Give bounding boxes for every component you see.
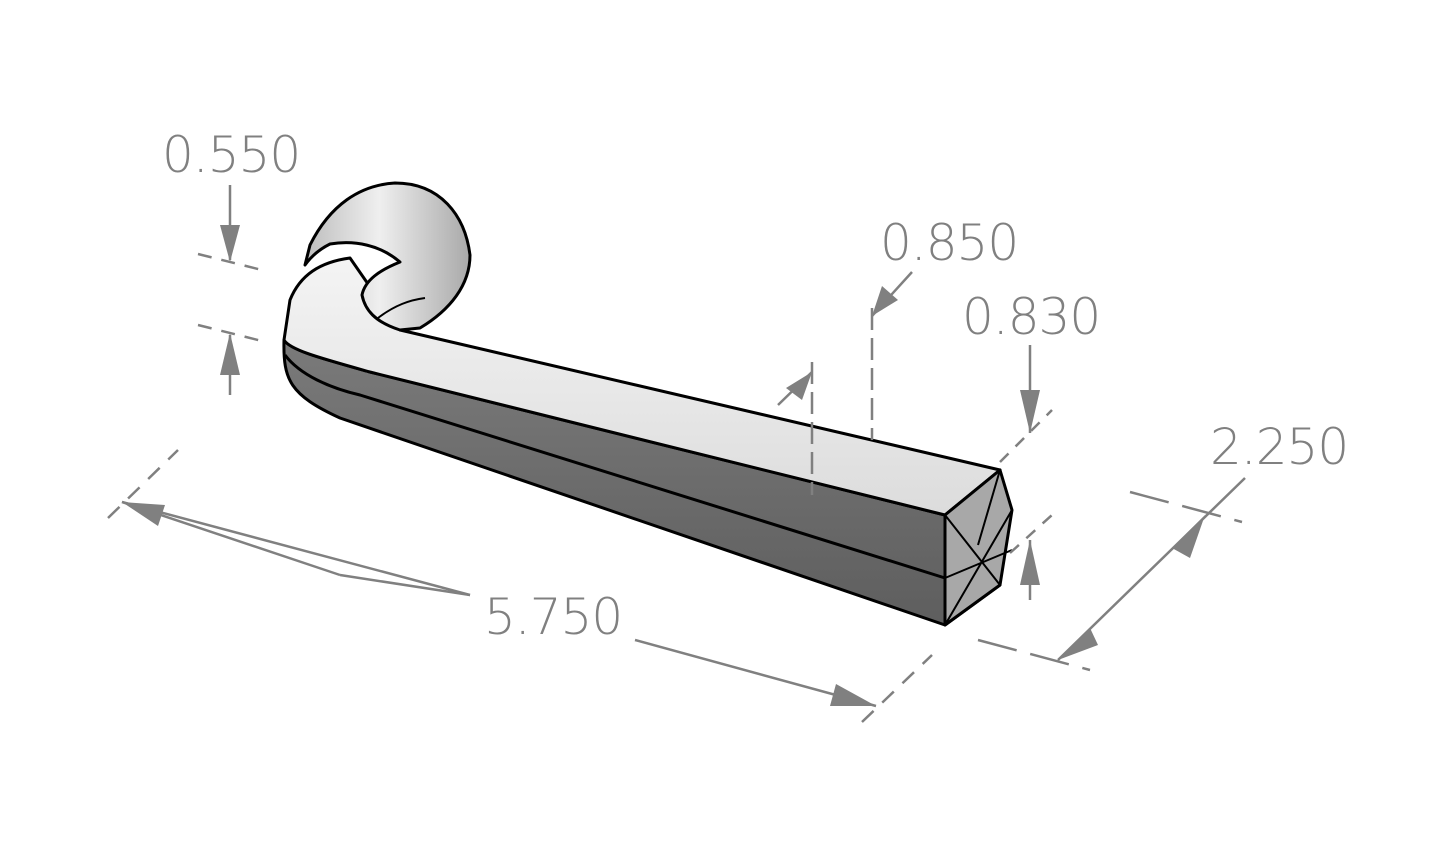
dim-label-bar-height: 0.830: [962, 288, 1101, 346]
dim-label-overall-length: 5.750: [484, 588, 623, 646]
dim-label-bar-depth: 0.850: [880, 214, 1019, 272]
dim-label-overall-width: 2.250: [1210, 418, 1349, 476]
dimension-lines: [107, 185, 1246, 723]
dim-label-head-thickness: 0.550: [162, 126, 301, 184]
part-body: [282, 181, 1014, 627]
